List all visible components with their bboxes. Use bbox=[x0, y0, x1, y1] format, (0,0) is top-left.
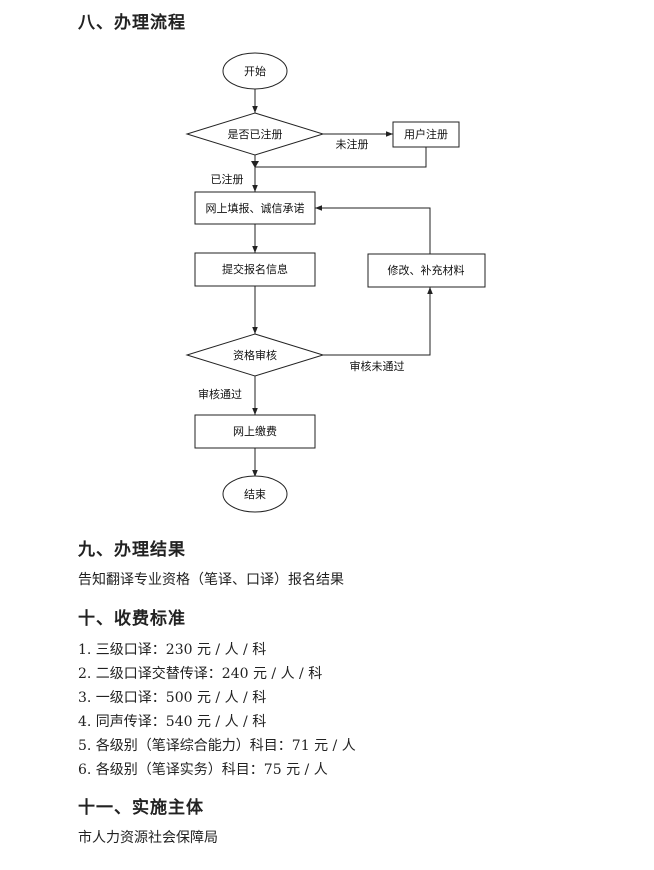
section-title-agency: 十一、实施主体 bbox=[78, 798, 204, 818]
end-node bbox=[222, 475, 288, 513]
review-label: 资格审核 bbox=[233, 348, 277, 362]
fill-online-label: 网上填报、诚信承诺 bbox=[206, 201, 305, 215]
arrow-user-register-back bbox=[255, 147, 427, 168]
submit-info-label: 提交报名信息 bbox=[222, 262, 288, 276]
fee-item-3: 3. 一级口译：500 元 / 人 / 科 bbox=[78, 690, 267, 706]
fee-item-1: 1. 三级口译：230 元 / 人 / 科 bbox=[78, 642, 267, 658]
arrow-modify-back bbox=[315, 205, 431, 254]
pay-online-node bbox=[194, 414, 316, 449]
result-text: 告知翻译专业资格（笔译、口译）报名结果 bbox=[78, 572, 344, 588]
process-flowchart: 开始 是否已注册 未注册 用户注册 已注册 网上填报、诚信承诺 提交报名信息 资… bbox=[185, 52, 486, 513]
review-passed-label: 审核通过 bbox=[198, 387, 242, 401]
agency-text: 市人力资源社会保障局 bbox=[78, 830, 218, 846]
end-label: 结束 bbox=[244, 488, 266, 501]
review-failed-label: 审核未通过 bbox=[350, 359, 405, 373]
modify-label: 修改、补充材料 bbox=[388, 263, 465, 277]
start-label: 开始 bbox=[244, 64, 266, 78]
check-registered-label: 是否已注册 bbox=[228, 127, 283, 141]
section-title-fee: 十、收费标准 bbox=[78, 609, 186, 629]
pay-online-label: 网上缴费 bbox=[233, 424, 277, 438]
fee-item-4: 4. 同声传译：540 元 / 人 / 科 bbox=[78, 714, 267, 730]
section-title-result: 九、办理结果 bbox=[78, 540, 186, 560]
section-title-process: 八、办理流程 bbox=[78, 13, 186, 33]
fee-item-6: 6. 各级别（笔译实务）科目：75 元 / 人 bbox=[78, 762, 328, 778]
user-register-label: 用户注册 bbox=[404, 127, 448, 141]
not-registered-label: 未注册 bbox=[336, 137, 369, 151]
fee-item-2: 2. 二级口译交替传译：240 元 / 人 / 科 bbox=[78, 666, 323, 682]
registered-label: 已注册 bbox=[211, 172, 244, 186]
fee-item-5: 5. 各级别（笔译综合能力）科目：71 元 / 人 bbox=[78, 738, 356, 754]
modify-node bbox=[367, 253, 486, 288]
arrow-merge-head bbox=[251, 161, 259, 168]
arrow-to-modify bbox=[323, 287, 433, 356]
